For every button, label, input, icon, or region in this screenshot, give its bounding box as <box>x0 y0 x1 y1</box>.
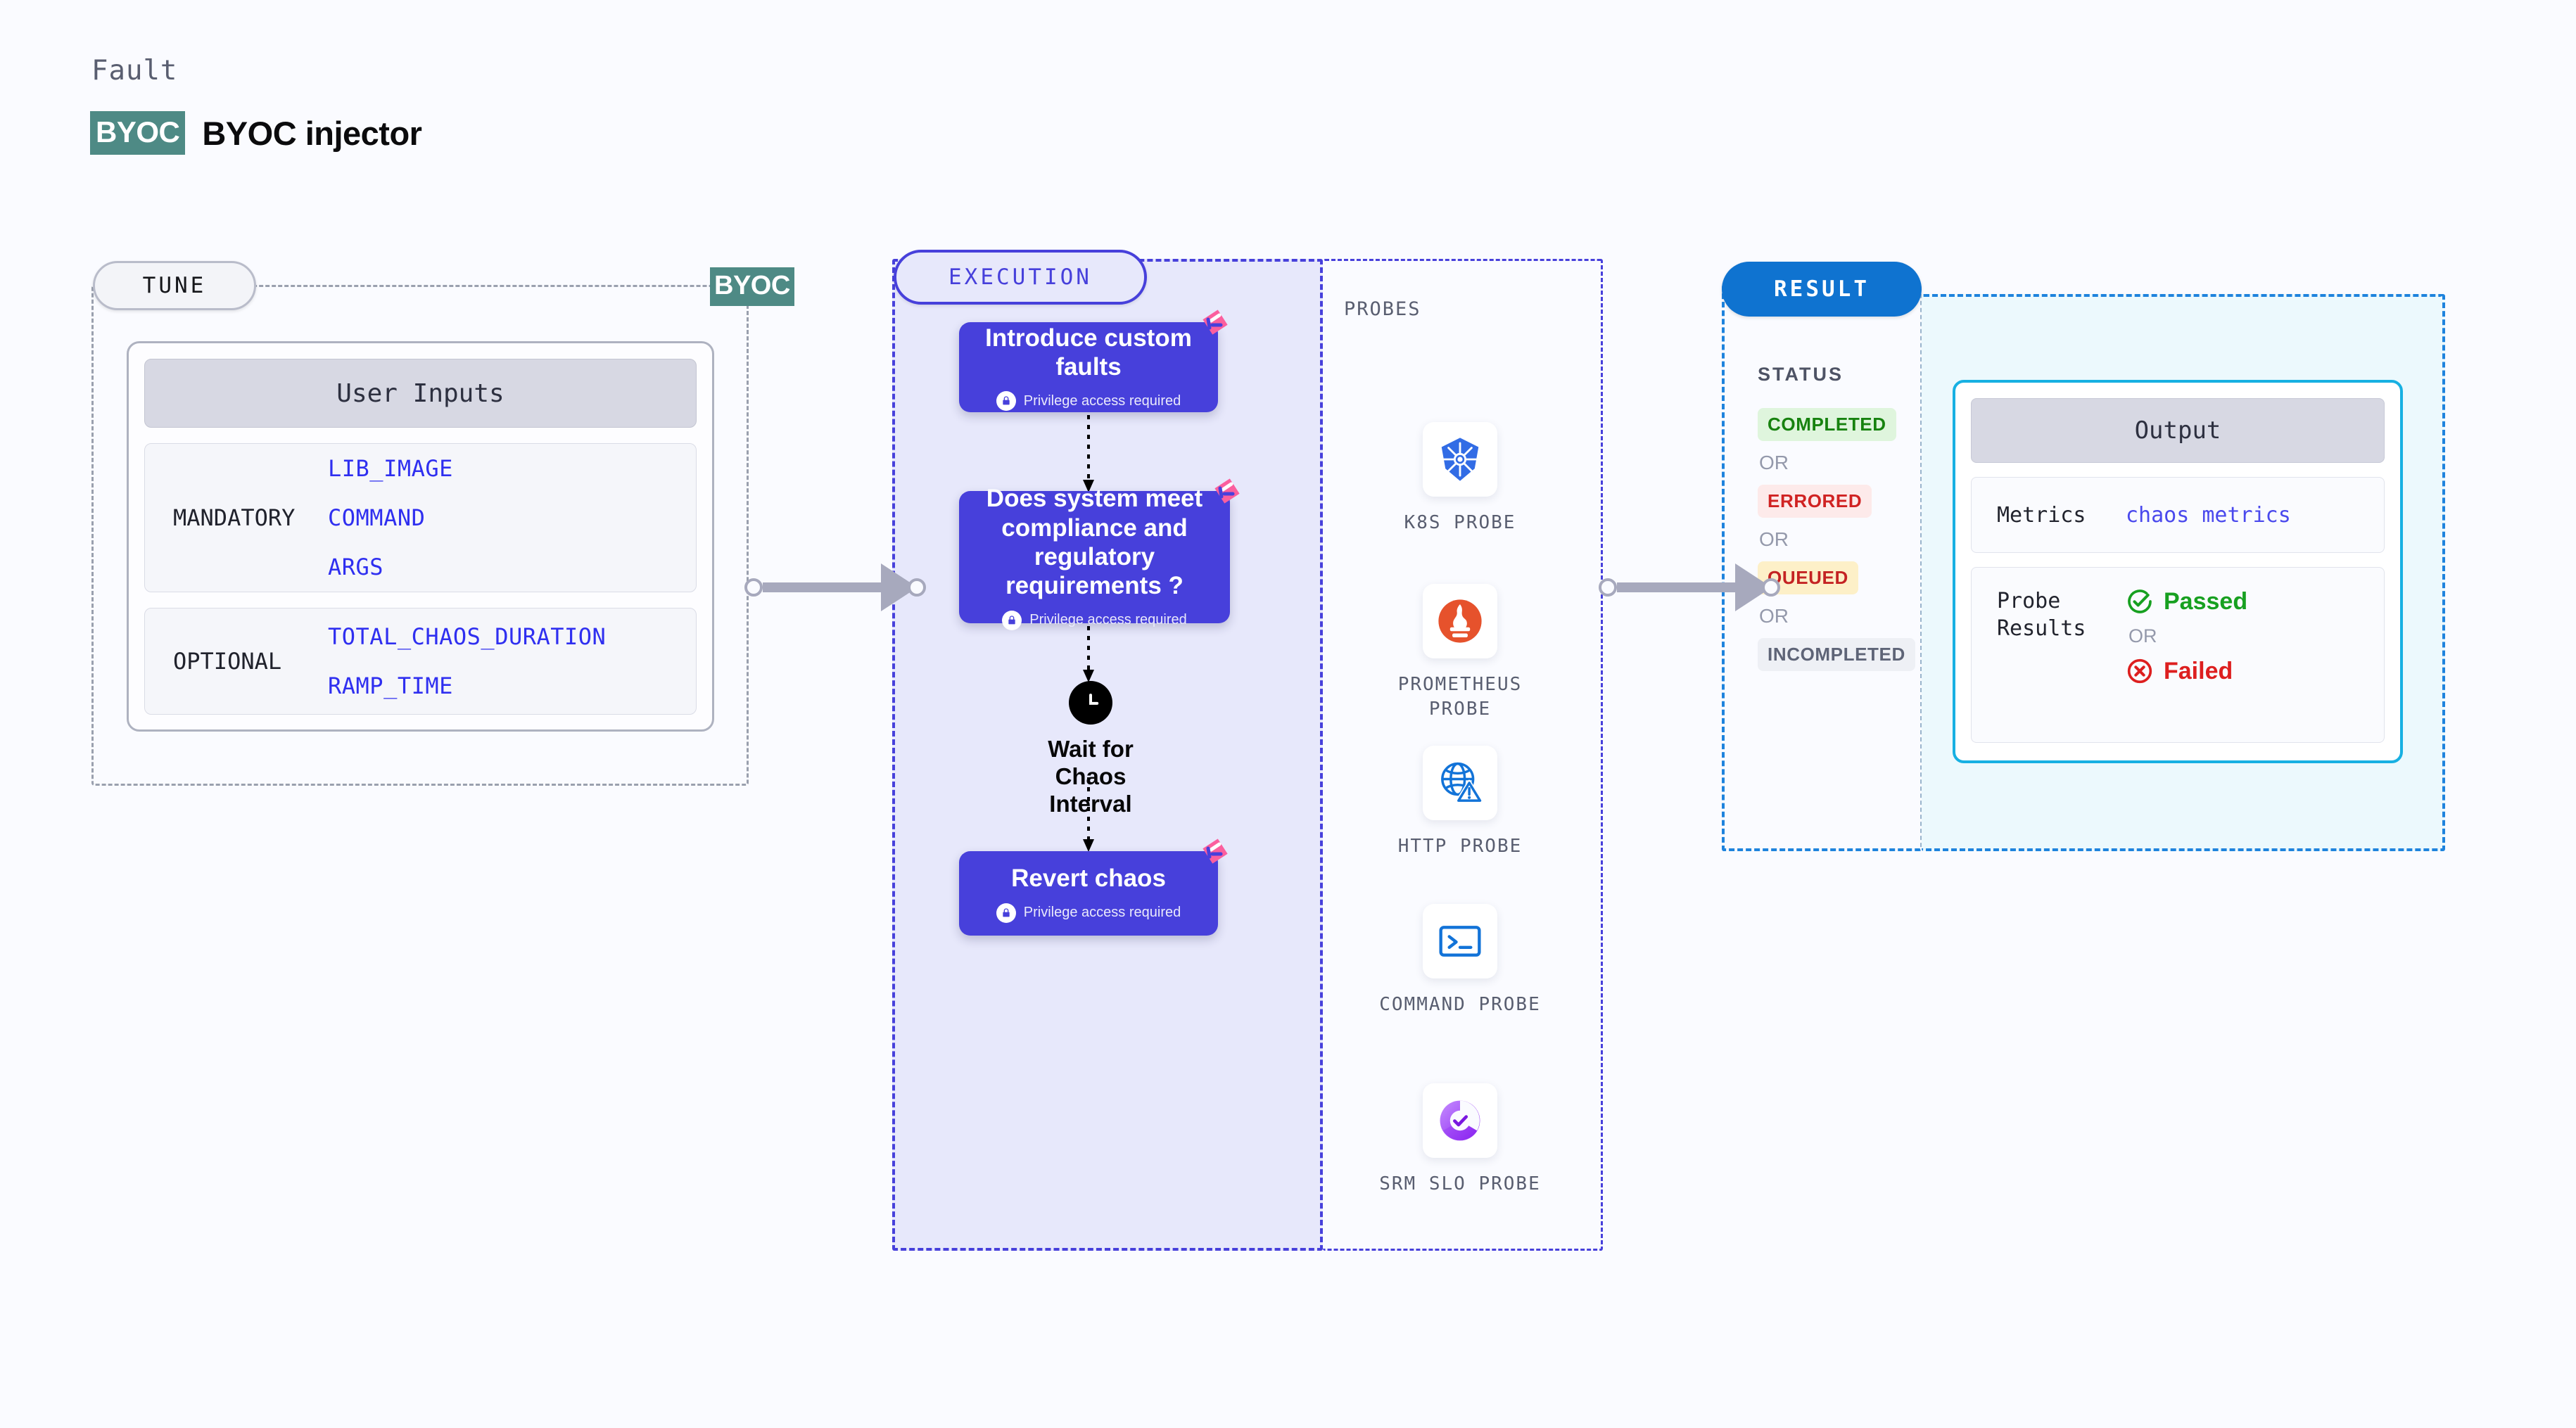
input-variable[interactable]: ARGS <box>328 554 384 580</box>
user-inputs-card: User Inputs MANDATORY LIB_IMAGE COMMAND … <box>127 341 714 732</box>
flow-arrow-1 <box>1079 415 1098 494</box>
probe-label: COMMAND PROBE <box>1379 994 1541 1015</box>
probe-prometheus[interactable]: PROMETHEUS PROBE <box>1376 584 1544 722</box>
input-variable[interactable]: LIB_IMAGE <box>328 455 453 482</box>
status-or-label: OR <box>1759 528 1789 550</box>
connector-shaft <box>763 582 884 592</box>
chaos-metrics-link[interactable]: chaos metrics <box>2126 502 2291 528</box>
probe-result-passed: Passed <box>2126 587 2247 616</box>
probe-srm-slo[interactable]: SRM SLO PROBE <box>1376 1083 1544 1197</box>
status-badge-incompleted: INCOMPLETED <box>1758 638 1915 671</box>
flow-arrow-3 <box>1079 777 1098 853</box>
connector-end-dot <box>908 578 926 597</box>
tune-section-border <box>91 285 749 786</box>
probe-label: K8S PROBE <box>1404 512 1516 533</box>
privilege-note-text: Privilege access required <box>1023 393 1181 409</box>
check-circle-icon <box>2126 587 2154 616</box>
input-group-label: OPTIONAL <box>173 648 282 675</box>
terminal-icon <box>1423 904 1497 978</box>
probe-k8s[interactable]: K8S PROBE <box>1376 422 1544 535</box>
page-title: BYOC injector <box>202 114 422 152</box>
status-or-label: OR <box>1759 452 1789 473</box>
execution-pill[interactable]: EXECUTION <box>894 250 1147 305</box>
probe-label: PROMETHEUS PROBE <box>1397 674 1523 720</box>
probe-result-failed: Failed <box>2126 657 2247 685</box>
input-group-label: MANDATORY <box>173 504 296 531</box>
input-group-values: TOTAL_CHAOS_DURATION RAMP_TIME <box>328 623 606 699</box>
output-card-header: Output <box>1971 398 2385 463</box>
flow-node-title: Introduce custom faults <box>985 324 1192 381</box>
flow-node-introduce-custom-faults[interactable]: Introduce custom faults Privilege access… <box>959 310 1228 412</box>
probe-command[interactable]: COMMAND PROBE <box>1376 904 1544 1017</box>
chaos-corner-badge-icon <box>1191 307 1231 346</box>
probe-result-values: Passed OR Failed <box>2126 587 2247 685</box>
srm-slo-icon <box>1423 1083 1497 1158</box>
output-row-key: Metrics <box>1997 502 2086 528</box>
flow-node-wait-for-chaos-interval[interactable]: Wait for Chaos Interval <box>1027 681 1154 818</box>
page-kicker: Fault <box>91 55 178 87</box>
status-badge-queued: QUEUED <box>1758 561 1858 594</box>
privilege-note: Privilege access required <box>996 903 1181 923</box>
probe-label: SRM SLO PROBE <box>1379 1173 1541 1194</box>
tune-pill[interactable]: TUNE <box>93 261 256 310</box>
flow-node-title: Wait for Chaos Interval <box>1048 736 1134 817</box>
probe-http[interactable]: HTTP PROBE <box>1376 746 1544 859</box>
input-variable[interactable]: TOTAL_CHAOS_DURATION <box>328 623 607 650</box>
input-variable[interactable]: COMMAND <box>328 504 426 531</box>
user-inputs-header: User Inputs <box>144 359 697 428</box>
flow-node-compliance-check[interactable]: Does system meet compliance and regulato… <box>959 478 1240 630</box>
lock-icon <box>996 903 1016 923</box>
x-circle-icon <box>2126 657 2154 685</box>
privilege-note-text: Privilege access required <box>1029 612 1187 628</box>
chaos-corner-badge-icon <box>1203 476 1243 515</box>
connector-shaft <box>1617 582 1738 592</box>
tune-byoc-tag: BYOC <box>710 267 794 306</box>
connector-tune-to-execution <box>744 563 926 611</box>
connector-execution-to-result <box>1599 563 1780 611</box>
probe-result-or-label: OR <box>2128 625 2157 646</box>
privilege-note: Privilege access required <box>1002 610 1187 630</box>
lock-icon <box>996 391 1016 412</box>
result-pill[interactable]: RESULT <box>1722 262 1922 317</box>
flow-node-title: Revert chaos <box>1011 865 1166 893</box>
page-title-row: BYOC BYOC injector <box>90 111 422 155</box>
flow-node-revert-chaos[interactable]: Revert chaos Privilege access required <box>959 839 1228 936</box>
globe-warning-icon <box>1423 746 1497 820</box>
connector-end-dot <box>1762 578 1780 597</box>
status-or-label: OR <box>1759 605 1789 627</box>
output-row-key: Probe Results <box>1997 589 2086 641</box>
lock-icon <box>1002 610 1022 630</box>
connector-start-dot <box>744 578 763 597</box>
prometheus-icon <box>1423 584 1497 658</box>
execution-section-border <box>892 259 1323 1251</box>
clock-icon <box>1069 681 1112 725</box>
kubernetes-icon <box>1423 422 1497 497</box>
privilege-note: Privilege access required <box>996 391 1181 412</box>
probe-result-passed-label: Passed <box>2164 587 2248 615</box>
input-group-optional: OPTIONAL TOTAL_CHAOS_DURATION RAMP_TIME <box>144 608 697 715</box>
byoc-badge: BYOC <box>90 111 186 155</box>
input-variable[interactable]: RAMP_TIME <box>328 672 453 699</box>
privilege-note-text: Privilege access required <box>1023 905 1181 921</box>
status-badge-errored: ERRORED <box>1758 485 1872 518</box>
chaos-corner-badge-icon <box>1191 836 1231 875</box>
output-card: Output Metrics chaos metrics Probe Resul… <box>1953 380 2403 763</box>
flow-node-title: Does system meet compliance and regulato… <box>986 485 1203 600</box>
connector-start-dot <box>1599 578 1617 597</box>
input-group-mandatory: MANDATORY LIB_IMAGE COMMAND ARGS <box>144 443 697 592</box>
probe-result-failed-label: Failed <box>2164 657 2233 684</box>
output-row-probe-results: Probe Results Passed OR Failed <box>1971 567 2385 743</box>
status-badge-completed: COMPLETED <box>1758 408 1896 441</box>
probes-section-border <box>1323 259 1603 1251</box>
status-column-label: STATUS <box>1758 364 1844 385</box>
probe-label: HTTP PROBE <box>1397 836 1523 857</box>
probes-section-label: PROBES <box>1344 298 1421 320</box>
input-group-values: LIB_IMAGE COMMAND ARGS <box>328 455 453 580</box>
status-list: COMPLETED OR ERRORED OR QUEUED OR INCOMP… <box>1758 408 1915 671</box>
output-row-metrics: Metrics chaos metrics <box>1971 477 2385 553</box>
